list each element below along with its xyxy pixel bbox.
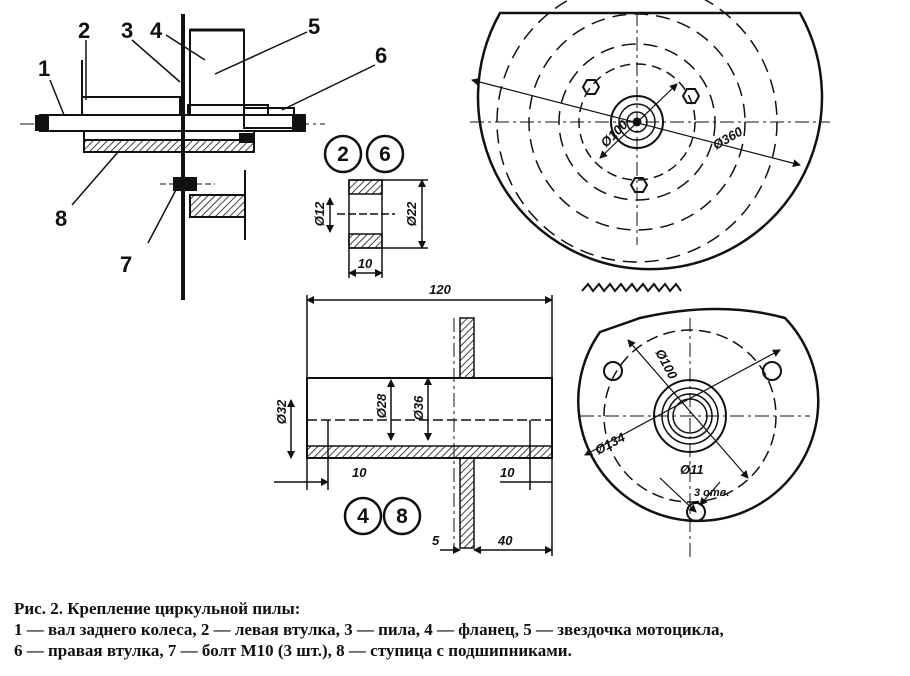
- dim-hub-flange40: 40: [497, 533, 513, 548]
- detail-hub: [274, 295, 553, 556]
- part-label-5: 5: [308, 14, 320, 39]
- part-label-4: 4: [150, 18, 163, 43]
- flange-view: [577, 307, 820, 560]
- dim-hub-d28: Ø28: [374, 393, 389, 418]
- part-label-6: 6: [375, 43, 387, 68]
- part-label-7: 7: [120, 252, 132, 277]
- caption-line-1: 1 — вал заднего колеса, 2 — левая втулка…: [14, 620, 724, 639]
- dim-hub-left10: 10: [352, 465, 367, 480]
- caption-line-2: 6 — правая втулка, 7 — болт М10 (3 шт.),…: [14, 641, 572, 660]
- figure-caption: Рис. 2. Крепление циркульной пилы: 1 — в…: [14, 598, 904, 661]
- dim-hub-d32: Ø32: [274, 399, 289, 424]
- badge-6: 6: [379, 143, 391, 166]
- saw-disc-view: [470, 0, 830, 293]
- dim-flange-bolt-circle: Ø100: [652, 346, 681, 382]
- dim-flange-holes-note: 3 отв.: [694, 487, 729, 499]
- badge-8: 8: [396, 505, 408, 528]
- part-label-2: 2: [78, 18, 90, 43]
- badge-circle-6: [365, 134, 405, 174]
- badge-2: 2: [337, 143, 349, 166]
- part-label-1: 1: [38, 56, 50, 81]
- dim-flange-hole: Ø11: [680, 462, 704, 477]
- badge-circle-4: [343, 496, 383, 536]
- caption-title: Рис. 2. Крепление циркульной пилы:: [14, 599, 301, 618]
- part-label-3: 3: [121, 18, 133, 43]
- badge-4: 4: [357, 505, 369, 528]
- dim-bushing-width: 10: [358, 256, 373, 271]
- dim-bushing-inner: Ø12: [312, 201, 327, 226]
- technical-drawing: 1 2 3 4 5 6 7 8 2 6 Ø12 Ø22 10: [20, 0, 830, 560]
- assembly-view: [20, 14, 325, 300]
- dim-flange-outer: Ø134: [592, 429, 628, 458]
- dim-hub-d36: Ø36: [411, 395, 426, 420]
- dim-bushing-outer: Ø22: [404, 201, 419, 226]
- part-leaders: [49, 31, 376, 244]
- dim-hub-flange5: 5: [432, 533, 440, 548]
- dim-hub-right10: 10: [500, 465, 515, 480]
- dim-hub-length: 120: [429, 282, 451, 297]
- badge-circle-8: [382, 496, 422, 536]
- badge-circle-2: [323, 134, 363, 174]
- part-label-8: 8: [55, 206, 67, 231]
- detail-bushing: 2 6 Ø12 Ø22 10: [312, 134, 428, 278]
- part-labels: 1 2 3 4 5 6 7 8: [38, 14, 387, 277]
